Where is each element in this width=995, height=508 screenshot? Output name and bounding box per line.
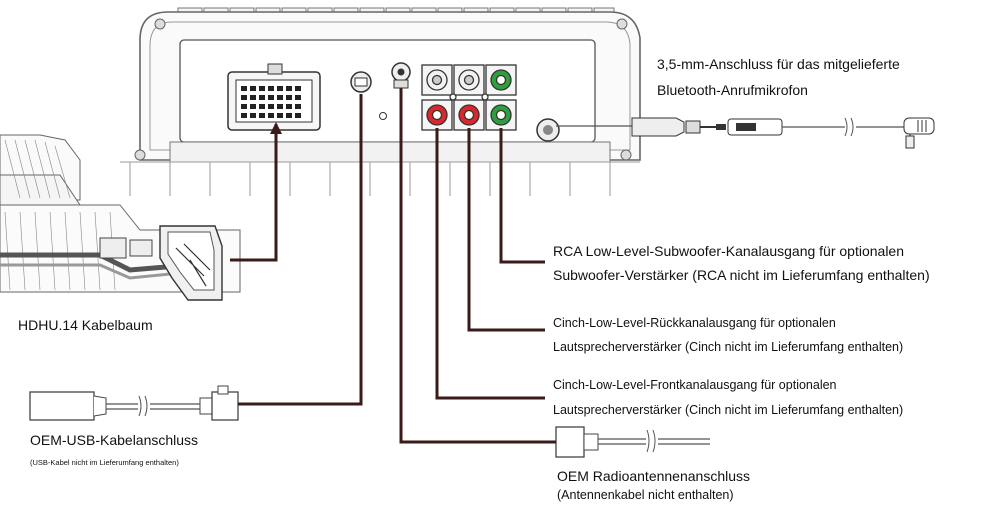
- subwoofer-leader: [499, 128, 545, 264]
- rca-jacks: [421, 64, 517, 131]
- subwoofer-label-line1: RCA Low-Level-Subwoofer-Kanalausgang für…: [553, 243, 904, 259]
- antenna-cable: [555, 426, 710, 458]
- front-label-line2: Lautsprecherverstärker (Cinch nicht im L…: [553, 403, 904, 417]
- usb-cable: [29, 385, 239, 421]
- rear-leader: [467, 128, 545, 332]
- usb-label-line2: (USB-Kabel nicht im Lieferumfang enthalt…: [30, 458, 179, 467]
- mic-label-line2: Bluetooth-Anrufmikrofon: [657, 82, 808, 98]
- leader-lines: [230, 88, 556, 444]
- front-leader: [435, 128, 545, 400]
- microphone-cable: [556, 117, 935, 149]
- antenna-label-line1: OEM Radioantennenanschluss: [557, 468, 751, 484]
- subwoofer-label-line2: Subwoofer-Verstärker (RCA nicht im Liefe…: [553, 267, 930, 283]
- antenna-leader: [399, 88, 556, 444]
- head-unit: [120, 7, 641, 196]
- front-label-line1: Cinch-Low-Level-Frontkanalausgang für op…: [553, 378, 837, 392]
- vehicle-harness: [0, 134, 241, 301]
- harness-leader: [230, 124, 278, 262]
- antenna-socket: [391, 62, 411, 89]
- rear-label-line2: Lautsprecherverstärker (Cinch nicht im L…: [553, 340, 904, 354]
- antenna-label-line2: (Antennenkabel nicht enthalten): [557, 488, 734, 502]
- usb-socket: [350, 71, 372, 93]
- harness-socket: [227, 63, 321, 131]
- harness-arrow-icon: [270, 122, 282, 134]
- rear-label-line1: Cinch-Low-Level-Rückkanalausgang für opt…: [553, 316, 836, 330]
- usb-leader: [238, 94, 363, 406]
- usb-label-line1: OEM-USB-Kabelanschluss: [30, 432, 199, 448]
- screw-icon: [379, 112, 387, 120]
- mic-label-line1: 3,5-mm-Anschluss für das mitgelieferte: [657, 56, 900, 72]
- harness-label: HDHU.14 Kabelbaum: [18, 317, 153, 333]
- mic-jack: [536, 118, 560, 142]
